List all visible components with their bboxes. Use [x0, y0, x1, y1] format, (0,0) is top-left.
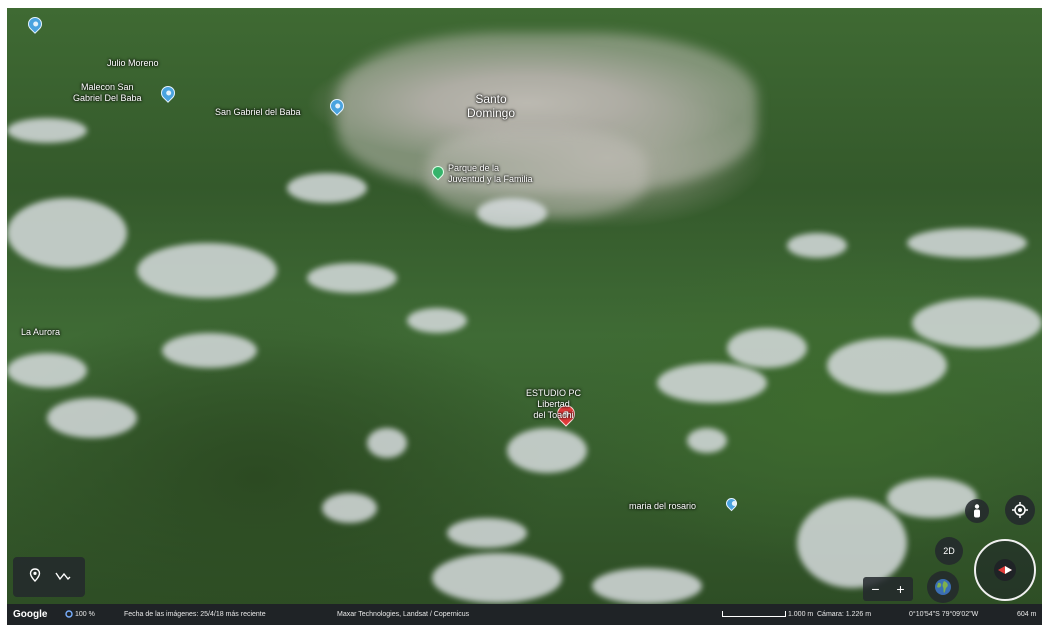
pegman-icon — [974, 504, 980, 518]
zoom-percent: 100 % — [74, 611, 95, 618]
place-pin-icon[interactable] — [158, 83, 178, 103]
map-label-santo-domingo[interactable]: Santo Domingo — [467, 92, 516, 120]
imagery-date[interactable]: Fecha de las imágenes: 25/4/18 más recie… — [124, 611, 266, 618]
map-label-san-gabriel[interactable]: San Gabriel del Baba — [215, 107, 301, 117]
elevation: 604 m — [1017, 611, 1037, 618]
attribution[interactable]: Maxar Technologies, Landsat / Copernicus — [337, 611, 470, 618]
place-pin-icon[interactable] — [723, 495, 740, 512]
view-2d-button[interactable]: 2D — [935, 537, 963, 565]
zoom-circle-icon — [65, 610, 73, 618]
google-logo: Google — [13, 609, 48, 620]
map-label-julio-moreno[interactable]: Julio Moreno — [107, 58, 159, 68]
compass-ring[interactable] — [974, 539, 1036, 601]
street-view-button[interactable] — [965, 499, 989, 523]
status-bar: Google 100 % Fecha de las imágenes: 25/4… — [7, 604, 1042, 625]
compass-icon[interactable] — [994, 559, 1016, 581]
scale-line — [722, 611, 786, 618]
scale-label: 1.000 m — [787, 611, 814, 618]
map-tools-panel — [13, 557, 85, 597]
zoom-in-button[interactable]: + — [896, 581, 905, 597]
satellite-map-view[interactable]: Julio Moreno Malecon San Gabriel Del Bab… — [7, 8, 1042, 604]
globe-button[interactable] — [927, 571, 959, 603]
map-label-la-aurora[interactable]: La Aurora — [21, 327, 61, 337]
camera-altitude: Cámara: 1.226 m — [817, 611, 872, 618]
place-pin-icon[interactable] — [25, 14, 45, 34]
zoom-out-button[interactable]: − — [871, 581, 880, 597]
zoom-indicator[interactable]: 100 % — [65, 604, 95, 625]
measure-path-icon[interactable] — [49, 568, 77, 586]
map-label-malecon[interactable]: Malecon San Gabriel Del Baba — [73, 82, 142, 103]
map-label-maria-rosario[interactable]: maria del rosario — [629, 501, 697, 511]
globe-icon — [935, 579, 951, 595]
coordinates: 0°10'54"S 79°09'02"W — [909, 611, 979, 618]
map-label-parque[interactable]: Parque de la Juventud y la Familia — [448, 163, 533, 184]
map-label-estudio-pc[interactable]: ESTUDIO PC Libertad del Toachi — [526, 388, 582, 420]
scale-bar: 1.000 m — [722, 604, 813, 625]
crosshair-icon — [1012, 502, 1028, 518]
zoom-controls: − + — [863, 577, 913, 601]
my-location-button[interactable] — [1005, 495, 1035, 525]
location-pin-icon[interactable] — [21, 567, 49, 587]
